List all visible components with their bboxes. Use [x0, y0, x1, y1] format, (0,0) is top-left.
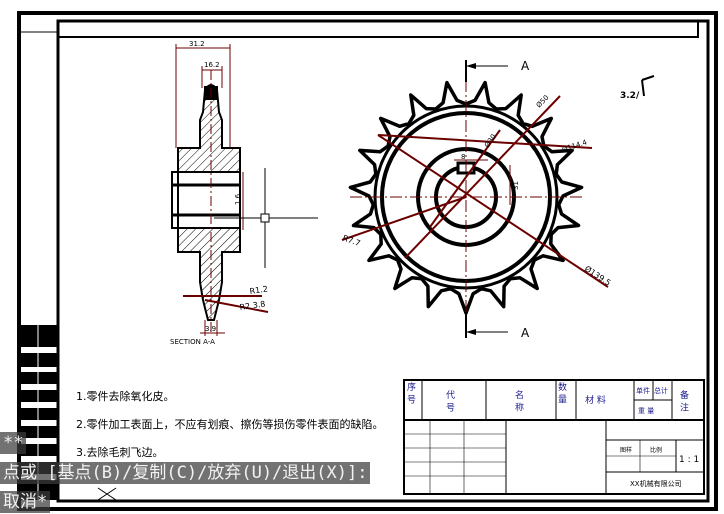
crosshair-cursor-icon [214, 168, 318, 268]
title-small-2: 比例 [650, 446, 662, 454]
dim-31: 31 [512, 181, 520, 190]
dim-r1-2: R1.2 [249, 285, 268, 296]
company-name: XX机械有限公司 [630, 479, 682, 488]
note-1: 1.零件去除氧化皮。 [76, 389, 175, 403]
cut-label-bottom: A [521, 326, 530, 340]
header-code: 代号 [446, 390, 455, 414]
header-remark: 备注 [680, 389, 689, 414]
section-label: SECTION A-A [170, 338, 215, 346]
title-block-headers: 序号 代号 名称 数量 材 料 单件 总计 重 量 备注 [407, 381, 689, 415]
roughness-value: 3.2/ [620, 91, 640, 101]
roughness-symbol [641, 75, 655, 97]
cut-label-top: A [521, 59, 530, 73]
title-small-1: 图样 [620, 446, 632, 454]
header-seq: 序号 [407, 381, 416, 406]
header-total: 总计 [654, 386, 668, 395]
header-weight: 重 量 [638, 407, 654, 415]
command-history-line-3: 取消* [0, 491, 51, 513]
note-3: 3.去除毛刺飞边。 [76, 445, 164, 459]
header-name: 名称 [515, 389, 524, 414]
scale-value: 1 : 1 [679, 455, 699, 465]
dim-1-6: 1.6 [234, 193, 242, 205]
sprocket-front-view[interactable] [341, 60, 609, 338]
dim-phi139-5: Ø139.5 [583, 263, 613, 287]
dim-r2-3-8: R2 3.8 [239, 299, 266, 312]
dim-8: 8 [461, 153, 465, 161]
dim-r7-7: R7.7 [341, 233, 361, 248]
dim-31-2: 31.2 [189, 40, 205, 48]
header-material: 材 料 [585, 394, 606, 406]
dim-3-9: 3.9 [205, 325, 216, 333]
dim-phi114-4: Ø114.4 [561, 138, 588, 154]
note-2: 2.零件加工表面上，不应有划痕、擦伤等损伤零件表面的缺陷。 [76, 417, 384, 431]
command-prompt-line[interactable]: 点或 [基点(B)/复制(C)/放弃(U)/退出(X)]: [0, 462, 371, 484]
dim-16-2: 16.2 [204, 61, 220, 69]
section-view[interactable] [171, 44, 269, 336]
header-unit: 单件 [636, 386, 650, 395]
header-qty: 数量 [558, 381, 567, 406]
title-block [403, 379, 705, 495]
drawing-frame [17, 11, 718, 511]
command-history-line-1: ** [0, 432, 27, 454]
grip-cross-icon [97, 487, 117, 501]
